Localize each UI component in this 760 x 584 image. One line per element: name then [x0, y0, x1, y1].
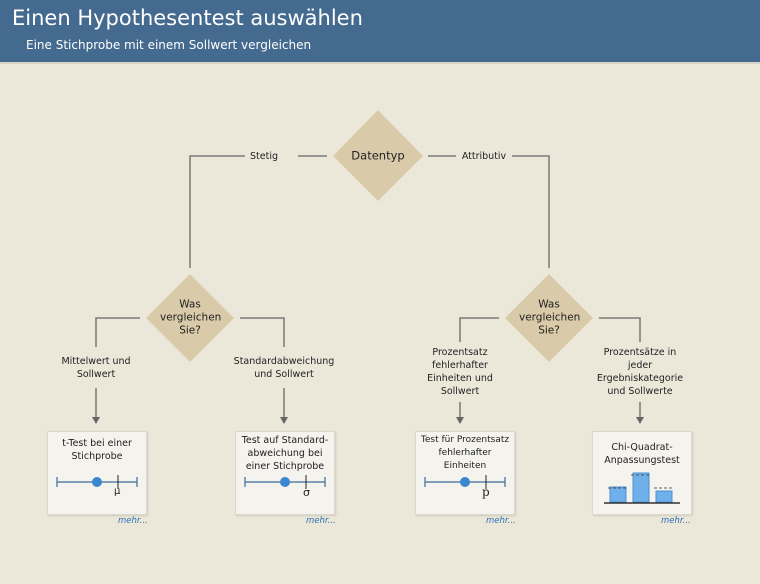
test-card-t-test[interactable]: t-Test bei einer Stichprobe μ	[47, 431, 147, 515]
mehr-link-prozentsatz[interactable]: mehr...	[486, 516, 516, 526]
connector-mittelwert	[95, 317, 140, 347]
test-card-standardabweichung[interactable]: Test auf Standard-abweichung bei einer S…	[235, 431, 335, 515]
test-title: t-Test bei einer Stichprobe	[62, 438, 132, 462]
test-title: Test auf Standard-abweichung bei einer S…	[241, 435, 329, 472]
number-line-icon	[424, 475, 506, 489]
page-title: Einen Hypothesentest auswählen	[12, 6, 363, 30]
root-decision-label: Datentyp	[351, 148, 405, 163]
arrow-head	[92, 417, 100, 424]
test-title: Test für Prozentsatz fehlerhafter Einhei…	[420, 435, 510, 471]
header: Einen Hypothesentest auswählen Eine Stic…	[0, 0, 760, 64]
option-standardabweichung: Standardabweichung und Sollwert	[233, 356, 335, 380]
number-line-icon	[56, 475, 138, 489]
sigma-symbol: σ	[303, 486, 310, 499]
connector-prozentsatz	[459, 317, 499, 342]
connector-prozentsaetze	[599, 317, 641, 342]
mehr-link-standardabweichung[interactable]: mehr...	[306, 516, 336, 526]
number-line-icon	[244, 475, 326, 489]
diamond-left-decision	[146, 274, 234, 362]
connector-attributiv	[512, 155, 550, 268]
right-decision-label: Was vergleichen Sie?	[519, 298, 581, 337]
p-symbol: p	[482, 485, 490, 499]
bar-chart-icon	[604, 472, 680, 504]
arrow-head	[636, 417, 644, 424]
option-prozentsaetze: Prozentsätze in jeder Ergebniskategorie …	[596, 347, 684, 397]
branch-label-stetig: Stetig	[250, 151, 278, 162]
left-decision-label: Was vergleichen Sie?	[160, 298, 222, 337]
arrow-head	[280, 417, 288, 424]
diamond-right-decision	[505, 274, 593, 362]
mehr-link-chi-quadrat[interactable]: mehr...	[661, 516, 691, 526]
connector-standardabweichung	[240, 317, 285, 347]
test-title: Chi-Quadrat-Anpassungstest	[604, 442, 680, 466]
option-mittelwert: Mittelwert und Sollwert	[61, 356, 131, 380]
option-prozentsatz: Prozentsatz fehlerhafter Einheiten und S…	[427, 347, 493, 397]
page-subtitle: Eine Stichprobe mit einem Sollwert vergl…	[26, 38, 312, 52]
mehr-link-t-test[interactable]: mehr...	[118, 516, 148, 526]
arrow-head	[456, 417, 464, 424]
test-card-prozentsatz[interactable]: Test für Prozentsatz fehlerhafter Einhei…	[415, 431, 515, 515]
connector-stetig	[189, 155, 245, 268]
diamond-datentyp	[333, 110, 423, 201]
test-card-chi-quadrat[interactable]: Chi-Quadrat-Anpassungstest	[592, 431, 692, 515]
branch-label-attributiv: Attributiv	[461, 151, 507, 162]
mu-symbol: μ	[114, 486, 121, 497]
